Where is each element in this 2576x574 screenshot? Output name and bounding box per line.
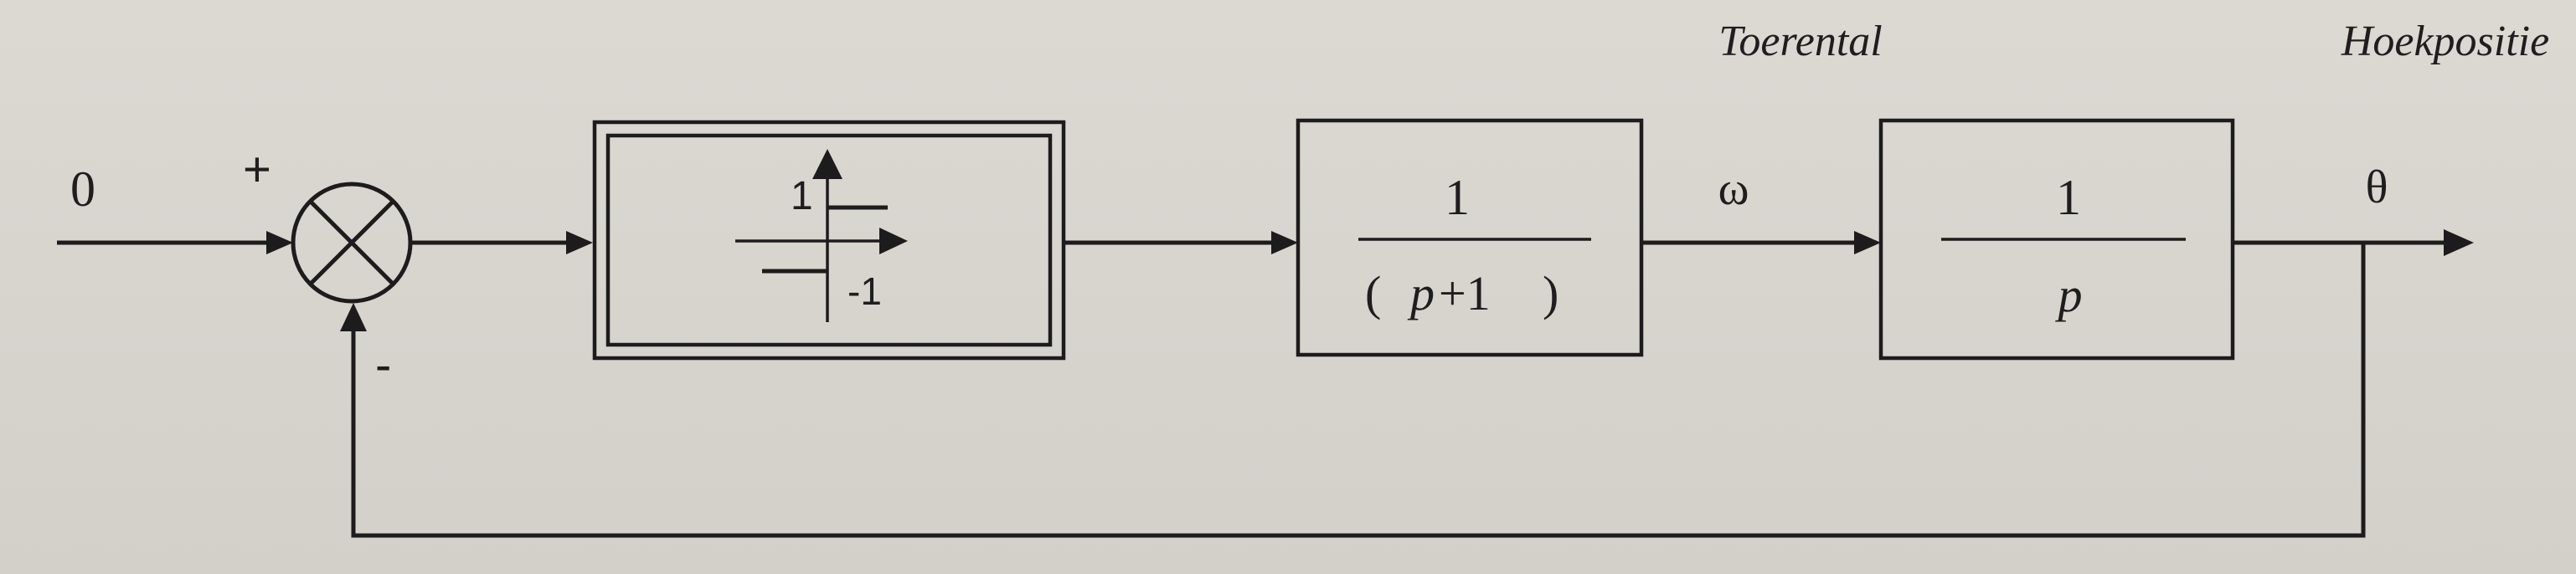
input-arrowhead <box>266 231 293 254</box>
transfer-block-2-numerator: 1 <box>2056 170 2081 225</box>
relay-characteristic-icon <box>735 149 908 322</box>
speed-caption: Toerental <box>1718 18 1883 65</box>
transfer-block-1-plus-one: +1 <box>1439 266 1491 320</box>
feedback-arrowhead <box>340 303 367 331</box>
summing-junction <box>291 182 413 304</box>
speed-arrowhead <box>1854 231 1881 254</box>
position-symbol: θ <box>2366 161 2388 213</box>
control-arrowhead <box>1271 231 1298 254</box>
transfer-block-2-denominator: p <box>2055 268 2083 322</box>
relay-block <box>592 120 1066 361</box>
transfer-block-first-order <box>1296 118 1644 357</box>
position-caption: Hoekpositie <box>2341 18 2549 65</box>
minus-sign: - <box>375 338 391 392</box>
transfer-block-1-variable: p <box>1407 266 1435 320</box>
relay-upper-level-label: 1 <box>791 174 813 218</box>
transfer-block-1-open-paren: ( <box>1365 266 1381 320</box>
feedback-path-line <box>351 243 2366 538</box>
speed-symbol: ω <box>1718 163 1749 215</box>
input-value-label: 0 <box>70 161 95 217</box>
transfer-block-1-close-paren: ) <box>1543 266 1558 320</box>
error-arrowhead <box>566 231 593 254</box>
output-arrowhead <box>2444 229 2474 256</box>
relay-lower-level-label: -1 <box>848 269 882 313</box>
transfer-block-integrator <box>1878 118 2235 361</box>
plus-sign: + <box>243 142 271 197</box>
transfer-block-1-numerator: 1 <box>1445 170 1470 225</box>
